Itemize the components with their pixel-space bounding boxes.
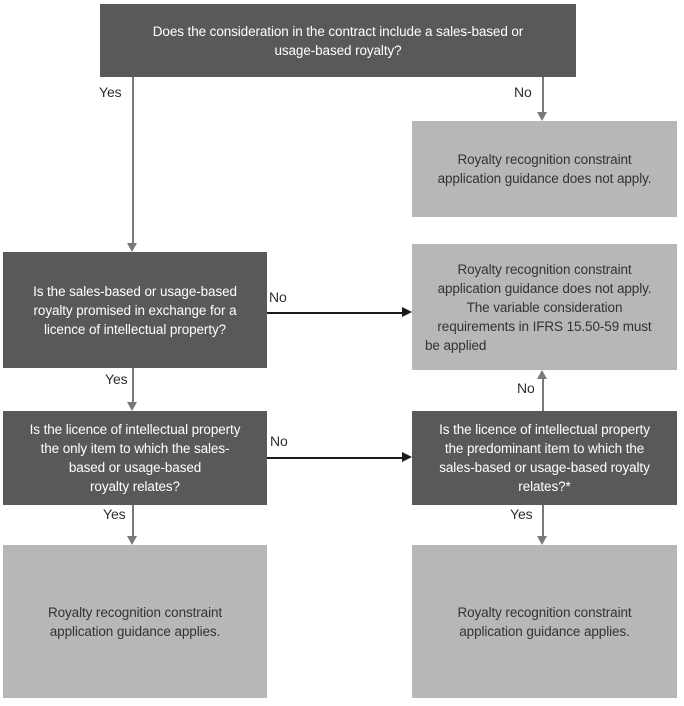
arrowhead-down-icon [537, 112, 547, 121]
box-text-line: sales-based or usage-based royalty [439, 460, 650, 475]
question-box-licence-only-item: Is the licence of intellectual property … [3, 411, 267, 505]
box-text-line: licence of intellectual property? [43, 321, 227, 337]
box-text-line: Royalty recognition constraint [457, 604, 632, 620]
arrow-line-q2-no [267, 312, 402, 314]
box-text-line: The variable consideration [466, 299, 623, 315]
box-text-line: application guidance applies. [459, 623, 630, 639]
edge-label-yes: Yes [99, 84, 122, 100]
outcome-box-applies-left: Royalty recognition constraint applicati… [3, 545, 267, 698]
box-text-line: application guidance applies. [49, 623, 221, 639]
arrow-line-q3left-yes [132, 505, 134, 536]
edge-label-no: No [269, 289, 287, 305]
outcome-box-does-not-apply: Royalty recognition constraint applicati… [412, 121, 677, 217]
box-text-line: usage-based royalty? [274, 42, 402, 58]
box-text-line: Is the licence of intellectual property [439, 422, 650, 437]
edge-label-yes: Yes [510, 506, 533, 522]
arrowhead-down-icon [127, 402, 137, 411]
arrow-line-q1-yes [132, 77, 134, 243]
arrow-line-q2-yes [132, 368, 134, 402]
arrowhead-down-icon [537, 536, 547, 545]
question-box-licence-predominant-item: Is the licence of intellectual property … [412, 411, 677, 505]
box-text-line: Royalty recognition constraint [457, 261, 632, 277]
arrowhead-down-icon [127, 243, 137, 252]
box-text-line: royalty relates? [90, 479, 180, 494]
arrowhead-right-icon [402, 307, 412, 317]
arrow-line-q3right-no [542, 379, 544, 411]
arrow-line-q3right-yes [542, 505, 544, 536]
arrowhead-down-icon [127, 536, 137, 545]
box-text-line: Does the consideration in the contract i… [152, 23, 524, 39]
box-text-line: based or usage-based [68, 460, 202, 475]
outcome-box-applies-right: Royalty recognition constraint applicati… [412, 545, 677, 698]
edge-label-no: No [514, 84, 532, 100]
box-text-line: the only item to which the sales- [40, 441, 230, 456]
box-text-line: relates?* [518, 479, 571, 494]
question-box-royalty-for-licence: Is the sales-based or usage-based royalt… [3, 252, 267, 368]
question-box-royalty-in-contract: Does the consideration in the contract i… [100, 4, 576, 77]
box-text-line: be applied [425, 337, 487, 353]
edge-label-no: No [517, 380, 535, 396]
outcome-box-variable-consideration: Royalty recognition constraint applicati… [412, 244, 677, 370]
edge-label-no: No [270, 433, 288, 449]
arrow-line-q1-no [542, 77, 544, 112]
edge-label-yes: Yes [103, 506, 126, 522]
arrowhead-right-icon [402, 452, 412, 462]
box-text-line: Royalty recognition constraint [47, 604, 223, 620]
box-text-line: royalty promised in exchange for a [33, 302, 237, 318]
box-text-line: Is the sales-based or usage-based [33, 283, 237, 299]
box-text-line: the predominant item to which the [444, 441, 645, 456]
box-text-line: Royalty recognition constraint [457, 152, 632, 167]
arrowhead-up-icon [537, 370, 547, 379]
edge-label-yes: Yes [105, 371, 128, 387]
box-text-line: application guidance does not apply. [437, 280, 652, 296]
box-text-line: application guidance does not apply. [437, 171, 652, 186]
box-text-line: requirements in IFRS 15.50-59 must [437, 318, 652, 334]
box-text-line: Is the licence of intellectual property [29, 422, 241, 437]
arrow-line-q3left-no [267, 457, 402, 459]
